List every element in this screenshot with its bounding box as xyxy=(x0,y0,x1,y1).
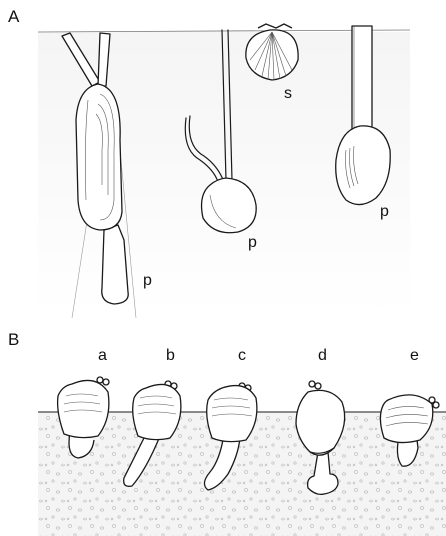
panel-b-label: B xyxy=(8,330,19,349)
panel-a-label: A xyxy=(8,7,20,26)
panel-b: B a b c d e xyxy=(8,330,446,536)
siphon-label-left: p xyxy=(143,272,152,289)
siphon-label-middle: p xyxy=(248,234,257,251)
siphon-label-right: p xyxy=(380,203,389,220)
panel-a: A p p xyxy=(8,7,410,318)
stage-label-b: b xyxy=(166,347,175,364)
stage-label-a: a xyxy=(98,347,107,364)
stage-label-e: e xyxy=(410,347,419,364)
scallop-label: s xyxy=(284,85,292,102)
stage-label-d: d xyxy=(318,347,327,364)
stage-label-c: c xyxy=(238,347,246,364)
